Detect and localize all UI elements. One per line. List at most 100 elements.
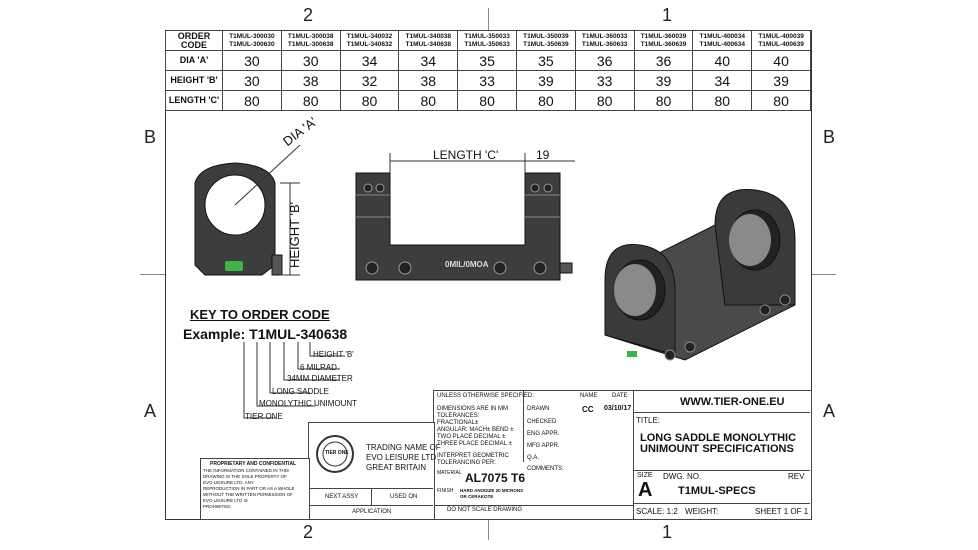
- row-label: DIA 'A': [165, 50, 223, 71]
- order-code: T1MUL-300030: [229, 32, 275, 40]
- table-cell: 38: [280, 70, 341, 91]
- tolerance-block: [433, 390, 635, 520]
- dims-line: THREE PLACE DECIMAL ±: [437, 441, 512, 447]
- row-label: LENGTH 'C': [165, 90, 223, 111]
- table-cell: 34: [398, 50, 459, 71]
- prop-line: PROHIBITED.: [203, 504, 232, 509]
- interpret-line: INTERPRET GEOMETRIC: [437, 453, 509, 459]
- length-dimension-label: LENGTH 'C': [433, 148, 499, 162]
- prop-line: DRAWING IS THE SOLE PROPERTY OF: [203, 474, 287, 479]
- zone-tick: [811, 274, 836, 275]
- row-label: HEIGHT 'B': [165, 70, 223, 91]
- table-cell: 32: [339, 70, 400, 91]
- table-cell: 30: [222, 50, 282, 71]
- table-cell: 80: [515, 90, 576, 111]
- ring-side-view: [194, 144, 301, 276]
- order-code: T1MUL-300638: [287, 40, 334, 48]
- order-code: T1MUL-350033: [464, 32, 510, 40]
- order-code: T1MUL-400639: [758, 40, 804, 48]
- title-line: LONG SADDLE MONOLYTHIC: [640, 432, 797, 444]
- scale-label: SCALE: 1:2: [636, 507, 678, 516]
- used-on-label: USED ON: [390, 494, 418, 500]
- zone-label-left-b: B: [144, 127, 157, 147]
- order-code: T1MUL-360633: [581, 40, 628, 48]
- divider: [308, 488, 433, 489]
- trading-line: EVO LEISURE LTD: [366, 453, 437, 462]
- prop-line: EVO LEISURE LTD. ANY: [203, 480, 254, 485]
- logo-text: TIER ONE: [325, 450, 349, 456]
- zone-label-bottom-1: 1: [662, 522, 673, 542]
- dims-line: TOLERANCES:: [437, 413, 480, 419]
- key-item: HEIGHT 'B': [313, 350, 354, 359]
- table-cell: 80: [751, 90, 811, 111]
- table-row: HEIGHT 'B' 30 38 32 38 33 39 33 39 34 39: [165, 70, 811, 91]
- table-cell: 33: [457, 70, 517, 91]
- finish-label: FINISH: [437, 488, 454, 494]
- table-cell: 39: [751, 70, 811, 91]
- table-cell: 80: [692, 90, 753, 111]
- reticle-engraving: 0MIL/0MOA: [445, 260, 489, 269]
- divider: [633, 503, 810, 504]
- dims-line: ANGULAR: MACH± BEND ±: [437, 427, 514, 433]
- table-cell: 35: [457, 50, 517, 71]
- zone-label-left-a: A: [144, 401, 157, 421]
- proprietary-title: PROPRIETARY AND CONFIDENTIAL: [210, 461, 297, 467]
- unless-label: UNLESS OTHERWISE SPECIFIED:: [437, 393, 534, 399]
- material-value: AL7075 T6: [465, 471, 526, 485]
- table-cell: 80: [457, 90, 517, 111]
- table-cell: 80: [222, 90, 282, 111]
- table-cell: 36: [633, 50, 694, 71]
- interpret-line: TOLERANCING PER:: [437, 460, 496, 466]
- order-code-header: ORDER CODE: [165, 30, 223, 51]
- order-code: T1MUL-400039: [758, 32, 804, 40]
- table-cell: 34: [339, 50, 400, 71]
- website: WWW.TIER-ONE.EU: [680, 396, 785, 408]
- key-example: Example: T1MUL-340638: [183, 326, 348, 342]
- order-code: T1MUL-300038: [287, 32, 334, 40]
- order-code: T1MUL-350039: [523, 32, 569, 40]
- table-cell: 80: [633, 90, 694, 111]
- comments-label: COMMENTS:: [527, 466, 564, 472]
- no-scale-note: DO NOT SCALE DRAWING: [447, 507, 523, 513]
- eng-appr-label: ENG APPR.: [527, 431, 560, 437]
- level-bubble-icon: [627, 351, 637, 357]
- date-header: DATE: [612, 393, 628, 399]
- table-cell: 80: [280, 90, 341, 111]
- table-cell: 40: [692, 50, 753, 71]
- dwg-no-value: T1MUL-SPECS: [678, 485, 756, 497]
- sheet-label: SHEET 1 OF 1: [755, 507, 809, 516]
- table-cell: 80: [398, 90, 459, 111]
- zone-label-right-b: B: [823, 127, 836, 147]
- divider: [633, 470, 810, 471]
- offset-dimension-value: 19: [536, 148, 550, 162]
- zone-label-top-1: 1: [662, 5, 673, 25]
- trading-line: TRADING NAME OF: [366, 443, 441, 452]
- table-cell: 39: [515, 70, 576, 91]
- finish-line: OR CERAKOTE: [460, 494, 494, 499]
- dwg-no-label: DWG. NO.: [663, 472, 702, 481]
- qa-label: Q.A.: [527, 455, 540, 461]
- key-item: TIER ONE: [245, 412, 283, 421]
- order-code: T1MUL-350639: [523, 40, 569, 48]
- table-cell: 80: [339, 90, 400, 111]
- table-cell: 35: [515, 50, 576, 71]
- prop-line: WITHOUT THE WRITTEN PERMISSION OF: [203, 492, 293, 497]
- prop-line: REPRODUCTION IN PART OR AS A WHOLE: [203, 486, 295, 491]
- order-code: T1MUL-340638: [405, 40, 452, 48]
- zone-label-top-2: 2: [303, 5, 314, 25]
- table-row: DIA 'A' 30 30 34 34 35 35 36 36 40 40: [165, 50, 811, 71]
- table-cell: 38: [398, 70, 459, 91]
- title-line: UNIMOUNT SPECIFICATIONS: [640, 443, 794, 455]
- table-row: LENGTH 'C' 80 80 80 80 80 80 80 80 80 80: [165, 90, 811, 111]
- key-item: 6 MILRAD: [300, 363, 337, 372]
- name-header: NAME: [580, 393, 598, 399]
- table-cell: 33: [574, 70, 635, 91]
